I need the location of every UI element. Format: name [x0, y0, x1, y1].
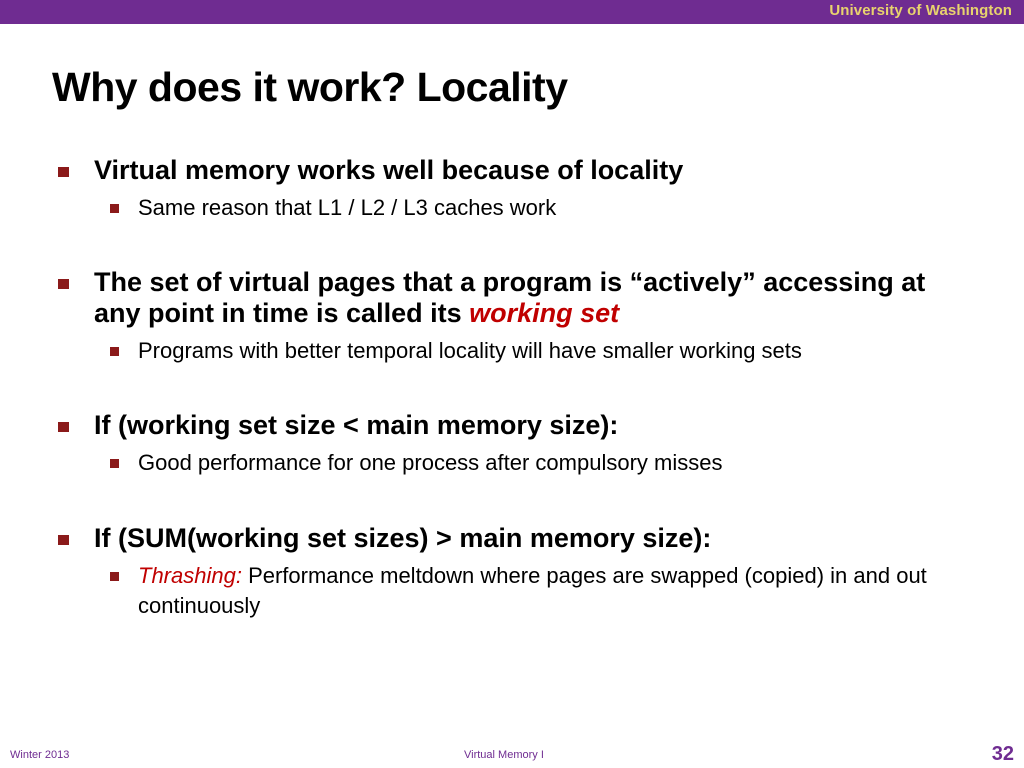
sub-bullet-text: Performance meltdown where pages are swa…: [138, 563, 927, 618]
bullet-group-4: If (SUM(working set sizes) > main memory…: [56, 523, 976, 621]
square-bullet-icon: [58, 535, 69, 545]
bullet-item: If (SUM(working set sizes) > main memory…: [56, 523, 976, 554]
sub-bullet-text: Programs with better temporal locality w…: [138, 338, 802, 363]
bullet-text: Virtual memory works well because of loc…: [94, 155, 684, 185]
square-bullet-icon: [110, 572, 119, 581]
page-number: 32: [991, 743, 1014, 765]
working-set-emphasis: working set: [469, 298, 620, 328]
thrashing-emphasis: Thrashing:: [138, 563, 242, 588]
square-bullet-icon: [110, 204, 119, 213]
bullet-list: Virtual memory works well because of loc…: [56, 155, 976, 664]
sub-bullet-item: Good performance for one process after c…: [56, 448, 976, 478]
footer-lecture-title: Virtual Memory I: [464, 749, 544, 761]
sub-bullet-text: Same reason that L1 / L2 / L3 caches wor…: [138, 195, 557, 220]
header-bar: University of Washington: [0, 0, 1024, 24]
sub-bullet-text: Good performance for one process after c…: [138, 450, 723, 475]
footer-term: Winter 2013: [10, 749, 70, 761]
bullet-item: The set of virtual pages that a program …: [56, 267, 976, 329]
bullet-text: If (working set size < main memory size)…: [94, 410, 619, 440]
square-bullet-icon: [110, 459, 119, 468]
sub-bullet-item: Same reason that L1 / L2 / L3 caches wor…: [56, 193, 976, 223]
slide-title: Why does it work? Locality: [52, 64, 568, 110]
square-bullet-icon: [58, 422, 69, 432]
bullet-group-3: If (working set size < main memory size)…: [56, 410, 976, 478]
bullet-item: Virtual memory works well because of loc…: [56, 155, 976, 186]
bullet-text: If (SUM(working set sizes) > main memory…: [94, 523, 712, 553]
bullet-group-1: Virtual memory works well because of loc…: [56, 155, 976, 223]
sub-bullet-item: Programs with better temporal locality w…: [56, 336, 976, 366]
bullet-item: If (working set size < main memory size)…: [56, 410, 976, 441]
square-bullet-icon: [58, 279, 69, 289]
sub-bullet-item: Thrashing: Performance meltdown where pa…: [56, 561, 976, 621]
bullet-group-2: The set of virtual pages that a program …: [56, 267, 976, 366]
bullet-text: The set of virtual pages that a program …: [94, 267, 926, 328]
square-bullet-icon: [110, 347, 119, 356]
square-bullet-icon: [58, 167, 69, 177]
org-name: University of Washington: [829, 2, 1012, 19]
